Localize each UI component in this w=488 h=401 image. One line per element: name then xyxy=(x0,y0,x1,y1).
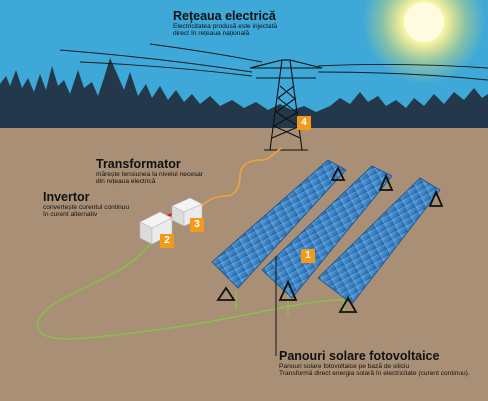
ac-cable xyxy=(194,147,283,215)
power-lines xyxy=(59,43,488,81)
grid-title: Rețeaua electrică xyxy=(173,9,276,23)
grid-desc-line1: Electricitatea produsă este injectată xyxy=(173,23,278,30)
sun-icon xyxy=(362,0,486,84)
solar-panel-rows xyxy=(211,159,441,305)
panels-title: Panouri solare fotovoltaice xyxy=(279,349,440,363)
transformer-box xyxy=(171,197,203,227)
transformer-desc-line1: mărește tensiunea la nivelul necesar xyxy=(96,171,204,178)
inverter-title: Invertor xyxy=(43,190,90,204)
grid-label: Rețeaua electrică Electricitatea produsă… xyxy=(173,9,277,38)
inverter-box xyxy=(139,211,173,245)
pylon-icon xyxy=(249,59,323,151)
inverter-desc-line1: convertește curentul continuu xyxy=(43,204,130,211)
inverter-desc-line2: în curent alternativ xyxy=(43,211,98,219)
badge-inverter: 2 xyxy=(160,234,174,248)
grid-desc-line2: direct în rețeaua națională xyxy=(173,30,250,38)
transformer-label: Transformator mărește tensiunea la nivel… xyxy=(96,157,203,186)
panel-stands xyxy=(216,165,444,313)
badge-transformer: 3 xyxy=(190,218,204,232)
tree-line xyxy=(0,58,488,128)
transformer-desc-line2: din rețeaua electrică xyxy=(96,178,156,186)
panels-desc-line2: Transformă direct energia solară în elec… xyxy=(279,370,470,378)
inverter-label: Invertor convertește curentul continuu î… xyxy=(43,190,129,219)
panels-desc-line1: Panouri solare fotovoltaice pe bază de s… xyxy=(279,363,410,370)
transformer-title: Transformator xyxy=(96,157,181,171)
badge-grid: 4 xyxy=(297,116,311,130)
badge-panels: 1 xyxy=(301,249,315,263)
dc-cable xyxy=(36,237,345,340)
panels-label: Panouri solare fotovoltaice Panouri sola… xyxy=(279,349,470,378)
